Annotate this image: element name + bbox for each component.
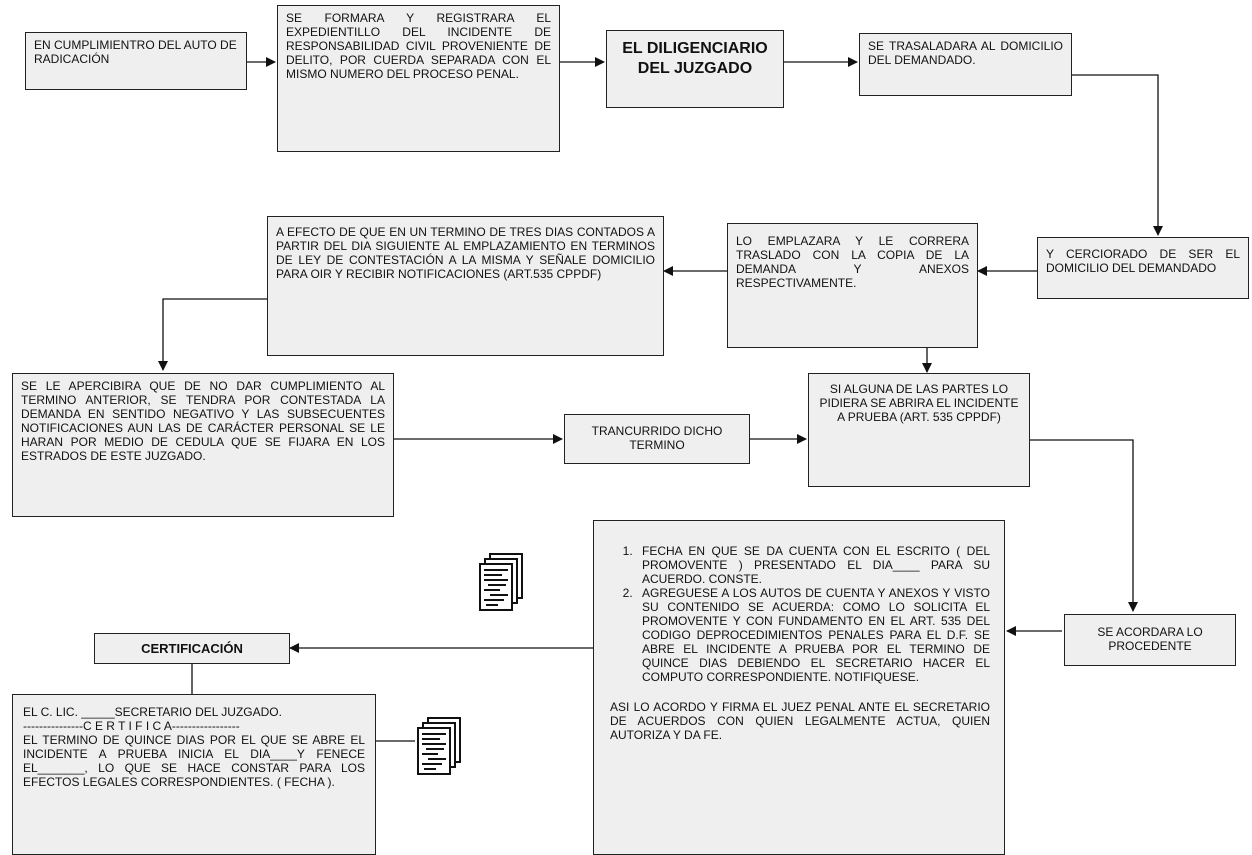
box-apercibira: SE LE APERCIBIRA QUE DE NO DAR CUMPLIMIE… bbox=[12, 373, 394, 517]
acuerdo-footer: ASI LO ACORDO Y FIRMA EL JUEZ PENAL ANTE… bbox=[610, 700, 990, 742]
certifica-body: EL TERMINO DE QUINCE DIAS POR EL QUE SE … bbox=[23, 733, 365, 789]
box-termino-tres-dias: A EFECTO DE QUE EN UN TERMINO DE TRES DI… bbox=[267, 216, 664, 356]
box-certificacion: CERTIFICACIÓN bbox=[94, 633, 290, 664]
box-cerciorado-domicilio: Y CERCIORADO DE SER EL DOMICILIO DEL DEM… bbox=[1037, 237, 1249, 299]
arrow-b7-b8 bbox=[158, 298, 267, 371]
documents-icon bbox=[478, 552, 526, 619]
box-certifica-texto: EL C. LIC. _____SECRETARIO DEL JUZGADO. … bbox=[12, 694, 376, 855]
box-acuerdo: FECHA EN QUE SE DA CUENTA CON EL ESCRITO… bbox=[593, 520, 1005, 855]
arrow-b4-b5 bbox=[1072, 74, 1163, 236]
documents-icon bbox=[416, 716, 464, 783]
box-registro-expedientillo: SE FORMARA Y REGISTRARA EL EXPEDIENTILLO… bbox=[277, 5, 560, 152]
box-auto-radicacion: EN CUMPLIMIENTRO DEL AUTO DE RADICACIÓN bbox=[25, 32, 247, 90]
certifica-lic-line: EL C. LIC. _____SECRETARIO DEL JUZGADO. bbox=[23, 705, 282, 719]
acuerdo-list: FECHA EN QUE SE DA CUENTA CON EL ESCRITO… bbox=[636, 544, 990, 684]
acuerdo-item-1: FECHA EN QUE SE DA CUENTA CON EL ESCRITO… bbox=[636, 544, 990, 586]
box-acordara-procedente: SE ACORDARA LO PROCEDENTE bbox=[1064, 614, 1236, 666]
box-emplazara: LO EMPLAZARA Y LE CORRERA TRASLADO CON L… bbox=[727, 223, 978, 348]
box-trasladara-domicilio: SE TRASALADARA AL DOMICILIO DEL DEMANDAD… bbox=[859, 33, 1072, 96]
certifica-header-line: ---------------C E R T I F I C A--------… bbox=[23, 719, 240, 733]
arrow-b10-b11 bbox=[1030, 439, 1138, 612]
acuerdo-item-2: AGREGUESE A LOS AUTOS DE CUENTA Y ANEXOS… bbox=[636, 586, 990, 684]
box-diligenciario: EL DILIGENCIARIO DEL JUZGADO bbox=[606, 30, 784, 108]
box-transcurrido-termino: TRANCURRIDO DICHO TERMINO bbox=[564, 414, 750, 464]
box-abrira-incidente: SI ALGUNA DE LAS PARTES LO PIDIERA SE AB… bbox=[808, 373, 1030, 487]
